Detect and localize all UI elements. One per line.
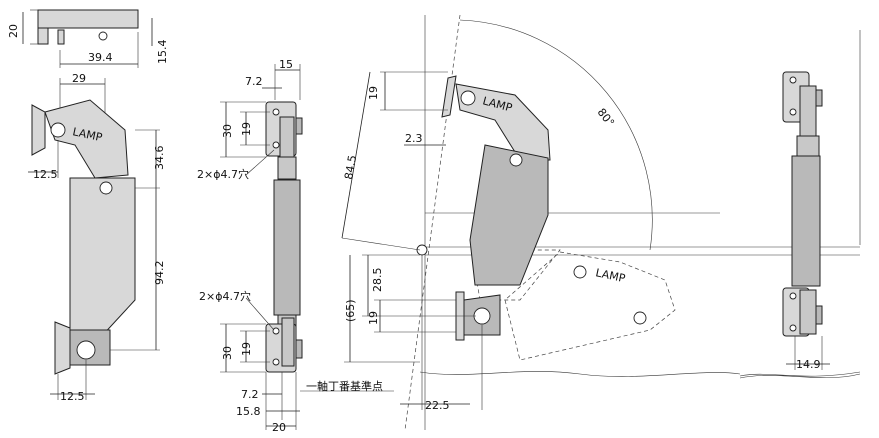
right-upper-screw — [815, 89, 823, 107]
right-upper-hole-2 — [789, 108, 797, 116]
dim-side-19-top: 19 — [240, 122, 253, 136]
dim-install-84-5: 84.5 — [342, 154, 359, 180]
install-view: 80° LAMP LAMP 19 2.3 84.5 28.5 (65) — [300, 14, 861, 431]
dim-right-14-9: 14.9 — [796, 358, 821, 371]
side-upper-hole-1 — [272, 108, 280, 116]
front-upper-pivot — [50, 122, 66, 138]
side-lower-screw — [295, 339, 303, 359]
front-view: 29 LAMP 12.5 34.6 94.2 12.5 — [28, 72, 166, 403]
right-upper-hole-1 — [789, 76, 797, 84]
right-upper-pin — [799, 85, 817, 137]
front-upper-arm — [44, 99, 129, 179]
side-upper-screw — [295, 117, 303, 135]
dim-install-28-5: 28.5 — [371, 268, 384, 293]
dim-side-15: 15 — [279, 58, 293, 71]
install-cylinder-hole — [509, 153, 523, 167]
dim-side-30-bottom: 30 — [221, 346, 234, 360]
top-bracket — [37, 27, 49, 45]
install-lower-pivot — [473, 307, 491, 325]
right-lower-screw — [815, 305, 823, 325]
dim-install-22-5: 22.5 — [425, 399, 450, 412]
right-lower-hole-1 — [789, 292, 797, 300]
dim-side-7-2-bottom: 7.2 — [241, 388, 259, 401]
dim-install-65: (65) — [344, 299, 357, 322]
install-upper-bracket — [441, 75, 457, 118]
dim-front-29: 29 — [72, 72, 86, 85]
dim-side-30-top: 30 — [221, 124, 234, 138]
dim-side-7-2-top: 7.2 — [245, 75, 263, 88]
right-lower-pin — [799, 289, 817, 335]
install-gas-cylinder — [469, 144, 549, 286]
right-gas-cylinder — [791, 155, 821, 287]
top-view: 20 39.4 15.4 — [7, 9, 169, 68]
dim-front-12-5-top: 12.5 — [33, 168, 58, 181]
side-upper-rod — [277, 156, 297, 180]
dim-side-19-bottom: 19 — [240, 342, 253, 356]
ghost-pivot — [573, 265, 587, 279]
front-lower-pivot — [76, 340, 96, 360]
top-pin — [98, 31, 108, 41]
side-lower-hole-2 — [272, 358, 280, 366]
brand-logo-ghost: LAMP — [594, 266, 626, 285]
dim-front-34-6: 34.6 — [153, 146, 166, 171]
dim-side-15-8: 15.8 — [236, 405, 261, 418]
front-upper-bracket — [31, 104, 46, 156]
dim-install-2-3: 2.3 — [405, 132, 423, 145]
front-lower-bracket — [54, 321, 71, 375]
pivot-reference-note: 一軸丁番基準点 — [306, 379, 383, 393]
side-view: 15 7.2 30 19 2×ϕ4.7穴 2×ϕ4.7穴 30 — [197, 58, 303, 434]
side-upper-pin — [279, 116, 295, 158]
right-view: 14.9 — [739, 71, 861, 377]
dim-front-94-2: 94.2 — [153, 261, 166, 286]
dim-front-12-5-bottom: 12.5 — [60, 390, 85, 403]
front-cylinder-hole — [99, 181, 113, 195]
install-upper-pivot — [460, 90, 476, 106]
dim-top-20: 20 — [7, 24, 20, 38]
dim-top-15-4: 15.4 — [156, 40, 169, 65]
front-gas-cylinder — [69, 177, 136, 339]
ghost-cylinder-hole — [633, 311, 647, 325]
dim-top-39-4: 39.4 — [88, 51, 113, 64]
dim-install-19-top: 19 — [367, 86, 380, 100]
side-gas-cylinder — [273, 179, 301, 316]
right-lower-hole-2 — [789, 324, 797, 332]
top-body — [37, 9, 139, 29]
brand-logo-front: LAMP — [71, 125, 103, 144]
dim-side-20: 20 — [272, 421, 286, 434]
dim-angle-80: 80° — [595, 106, 617, 129]
side-lower-hole-1 — [272, 327, 280, 335]
top-screw — [57, 29, 65, 45]
side-upper-hole-2 — [272, 141, 280, 149]
dim-install-19-bottom: 19 — [367, 311, 380, 325]
hole-note-top: 2×ϕ4.7穴 — [197, 167, 249, 181]
right-upper-rod — [796, 135, 820, 157]
hole-note-bottom: 2×ϕ4.7穴 — [199, 289, 251, 303]
side-lower-pin — [281, 317, 295, 367]
